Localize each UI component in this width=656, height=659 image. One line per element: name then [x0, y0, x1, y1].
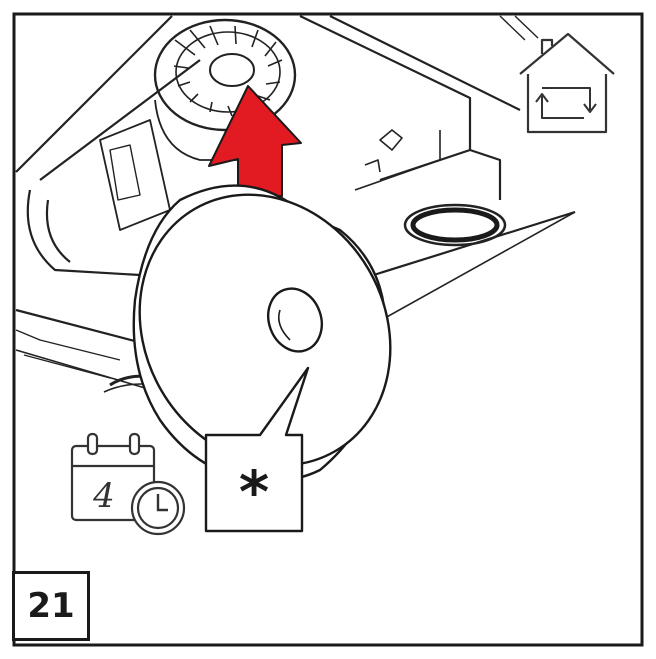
note-callout	[204, 366, 310, 533]
charcoal-filter-ring	[132, 184, 392, 483]
step-number-box: 21	[12, 571, 90, 641]
note-symbol: *	[238, 458, 270, 526]
red-up-arrow-icon	[208, 85, 302, 199]
house-recirculation-icon	[519, 32, 615, 134]
clock-icon	[130, 480, 186, 536]
step-number: 21	[27, 586, 75, 626]
motor-housing	[26, 18, 297, 277]
frame-border	[12, 12, 644, 647]
note-box: *	[206, 435, 302, 531]
calendar-months: 4	[93, 476, 115, 516]
